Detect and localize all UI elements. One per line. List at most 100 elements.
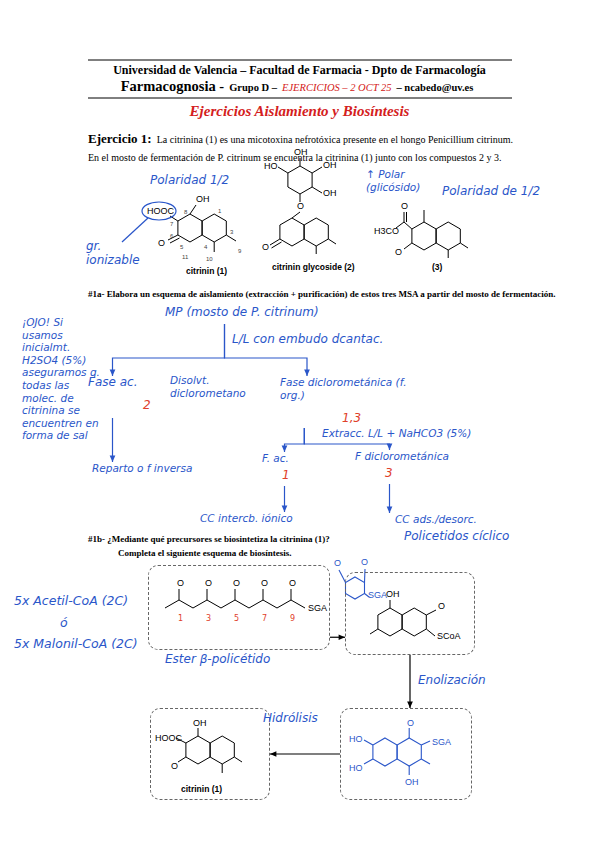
node-text: 2 [143, 398, 151, 412]
node-text: 5 [234, 614, 239, 623]
header-line: Universidad de Valencia – Facultad de Fa… [0, 63, 599, 78]
compound-name: citrinin (1) [186, 266, 227, 276]
atom-number: 10 [206, 256, 213, 262]
group-name: Grupo D – [229, 82, 277, 93]
edge-label: Hidrólisis [263, 712, 318, 726]
compound-name: citrinin glycoside (2) [272, 262, 355, 272]
polyketide-chain [179, 589, 180, 600]
flow-step: F. ac.1 [262, 452, 307, 486]
node-text: O [233, 578, 240, 588]
cyclized-intermediate [339, 569, 369, 599]
header-rule [88, 98, 512, 99]
email: – ncabedo@uv.es [396, 82, 473, 93]
compound-3-structure [404, 212, 405, 222]
flow-step: CC intercb. iónico [200, 512, 320, 528]
node-text: O [171, 761, 178, 771]
course-name: Farmacognosia - [121, 78, 225, 94]
handwritten-note: Ester β-policétido [165, 653, 325, 667]
precursor-note: 5x Acetil-CoA (2C) [14, 594, 149, 608]
node-text: F diclorometánica [355, 450, 470, 463]
atom-label: H3CO [374, 226, 399, 236]
flow-arrow [330, 637, 345, 638]
glycoside-structure [312, 187, 322, 193]
atom-label: O [158, 238, 165, 248]
node-text: 7 [262, 614, 267, 623]
handwritten-note: Polaridad de 1/2 [442, 185, 572, 199]
glycoside-structure [304, 218, 328, 246]
biosynthesis-box: HOHOOSGAOH [340, 708, 472, 800]
citrinin-structure [202, 214, 226, 242]
flow-arrow [284, 486, 285, 512]
question-text: Completa el siguiente esquema de biosínt… [118, 548, 438, 559]
atom-number: 11 [182, 254, 188, 260]
citrinin-structure [226, 235, 236, 241]
flow-arrow [389, 484, 390, 513]
atom-number: 4 [204, 244, 207, 250]
enol-intermediate [364, 740, 373, 745]
citrinin-product [198, 728, 199, 736]
node-text: 1 [282, 468, 290, 482]
step-note: Disolvt. diclorometano [170, 374, 255, 399]
flow-step: CC ads./desorc. [395, 513, 505, 529]
step-note: L/L con embudo dcantac. [232, 333, 392, 347]
compound-3-structure [406, 212, 407, 222]
compound-name: (3) [432, 262, 442, 272]
glycoside-structure [278, 167, 288, 173]
atom-number: 9 [238, 248, 241, 254]
atom-label: O [361, 557, 368, 567]
node-text: O [289, 578, 296, 588]
handwritten-note: Polaridad 1/2 [150, 174, 260, 188]
node-text: Fase ac. [88, 376, 158, 390]
glycoside-structure [312, 167, 322, 173]
citrinin-product [234, 757, 242, 762]
node-text: OH [405, 777, 419, 787]
arrow-head [387, 507, 393, 513]
handwritten-note: gr. ionizable [86, 240, 158, 268]
biosynthesis-box: OOOOOSGA13579 [148, 565, 330, 650]
atom-label: O [297, 201, 304, 211]
compound-3-structure [460, 243, 468, 248]
flow-arrow [285, 428, 305, 452]
compound-3-structure [404, 243, 412, 249]
polyketide-chain [235, 589, 236, 600]
enol-intermediate [409, 766, 410, 775]
arrow-head [270, 751, 276, 757]
citrinin-product [222, 764, 223, 773]
atom-label: SGA [368, 590, 387, 600]
node-text: 1,3 [342, 411, 361, 425]
atom-number: 8 [184, 209, 187, 215]
atom-label: HOOC [147, 206, 174, 216]
node-text: O [261, 578, 268, 588]
node-text: O [407, 718, 414, 728]
node-text: O [205, 578, 212, 588]
arrow-head [304, 370, 310, 376]
compound-3-structure [396, 210, 468, 258]
atom-label: OH [323, 188, 337, 198]
atom-label: OH [294, 147, 308, 157]
polyketide-chain [263, 589, 264, 600]
glycoside-structure [300, 194, 301, 202]
handwritten-answer: Policetidos cíclico [404, 530, 554, 544]
question-text: #1a- Elabora un esquema de aislamiento (… [88, 289, 593, 300]
citrinin-product [176, 728, 242, 773]
glycoside-structure [272, 242, 282, 248]
node-text: CC ads./desorc. [395, 513, 505, 526]
exercise-date: EJERCICIOS – 2 OCT 25 [282, 82, 391, 93]
node-text: 1 [178, 614, 183, 623]
edge-label: Enolización [418, 674, 486, 688]
atom-label: OH [196, 194, 210, 204]
biosynthesis-box: OHOSCoA [345, 572, 475, 655]
flow-arrow [225, 324, 308, 376]
flow-arrow [270, 753, 340, 754]
glycoside-structure [270, 158, 336, 254]
citrinin-product [178, 757, 186, 762]
atom-label: OH [323, 160, 337, 170]
handwritten-note: ↑ Polar (glicósido) [366, 168, 441, 193]
citrinin-structure [190, 205, 196, 214]
polyketide-chain [291, 589, 292, 600]
enol-intermediate [364, 728, 430, 775]
node-text: Fase diclorometánica (f. org.) [280, 376, 415, 401]
node-text: OH [386, 589, 400, 599]
atom-label: O [334, 558, 341, 568]
enol-intermediate [373, 738, 397, 766]
